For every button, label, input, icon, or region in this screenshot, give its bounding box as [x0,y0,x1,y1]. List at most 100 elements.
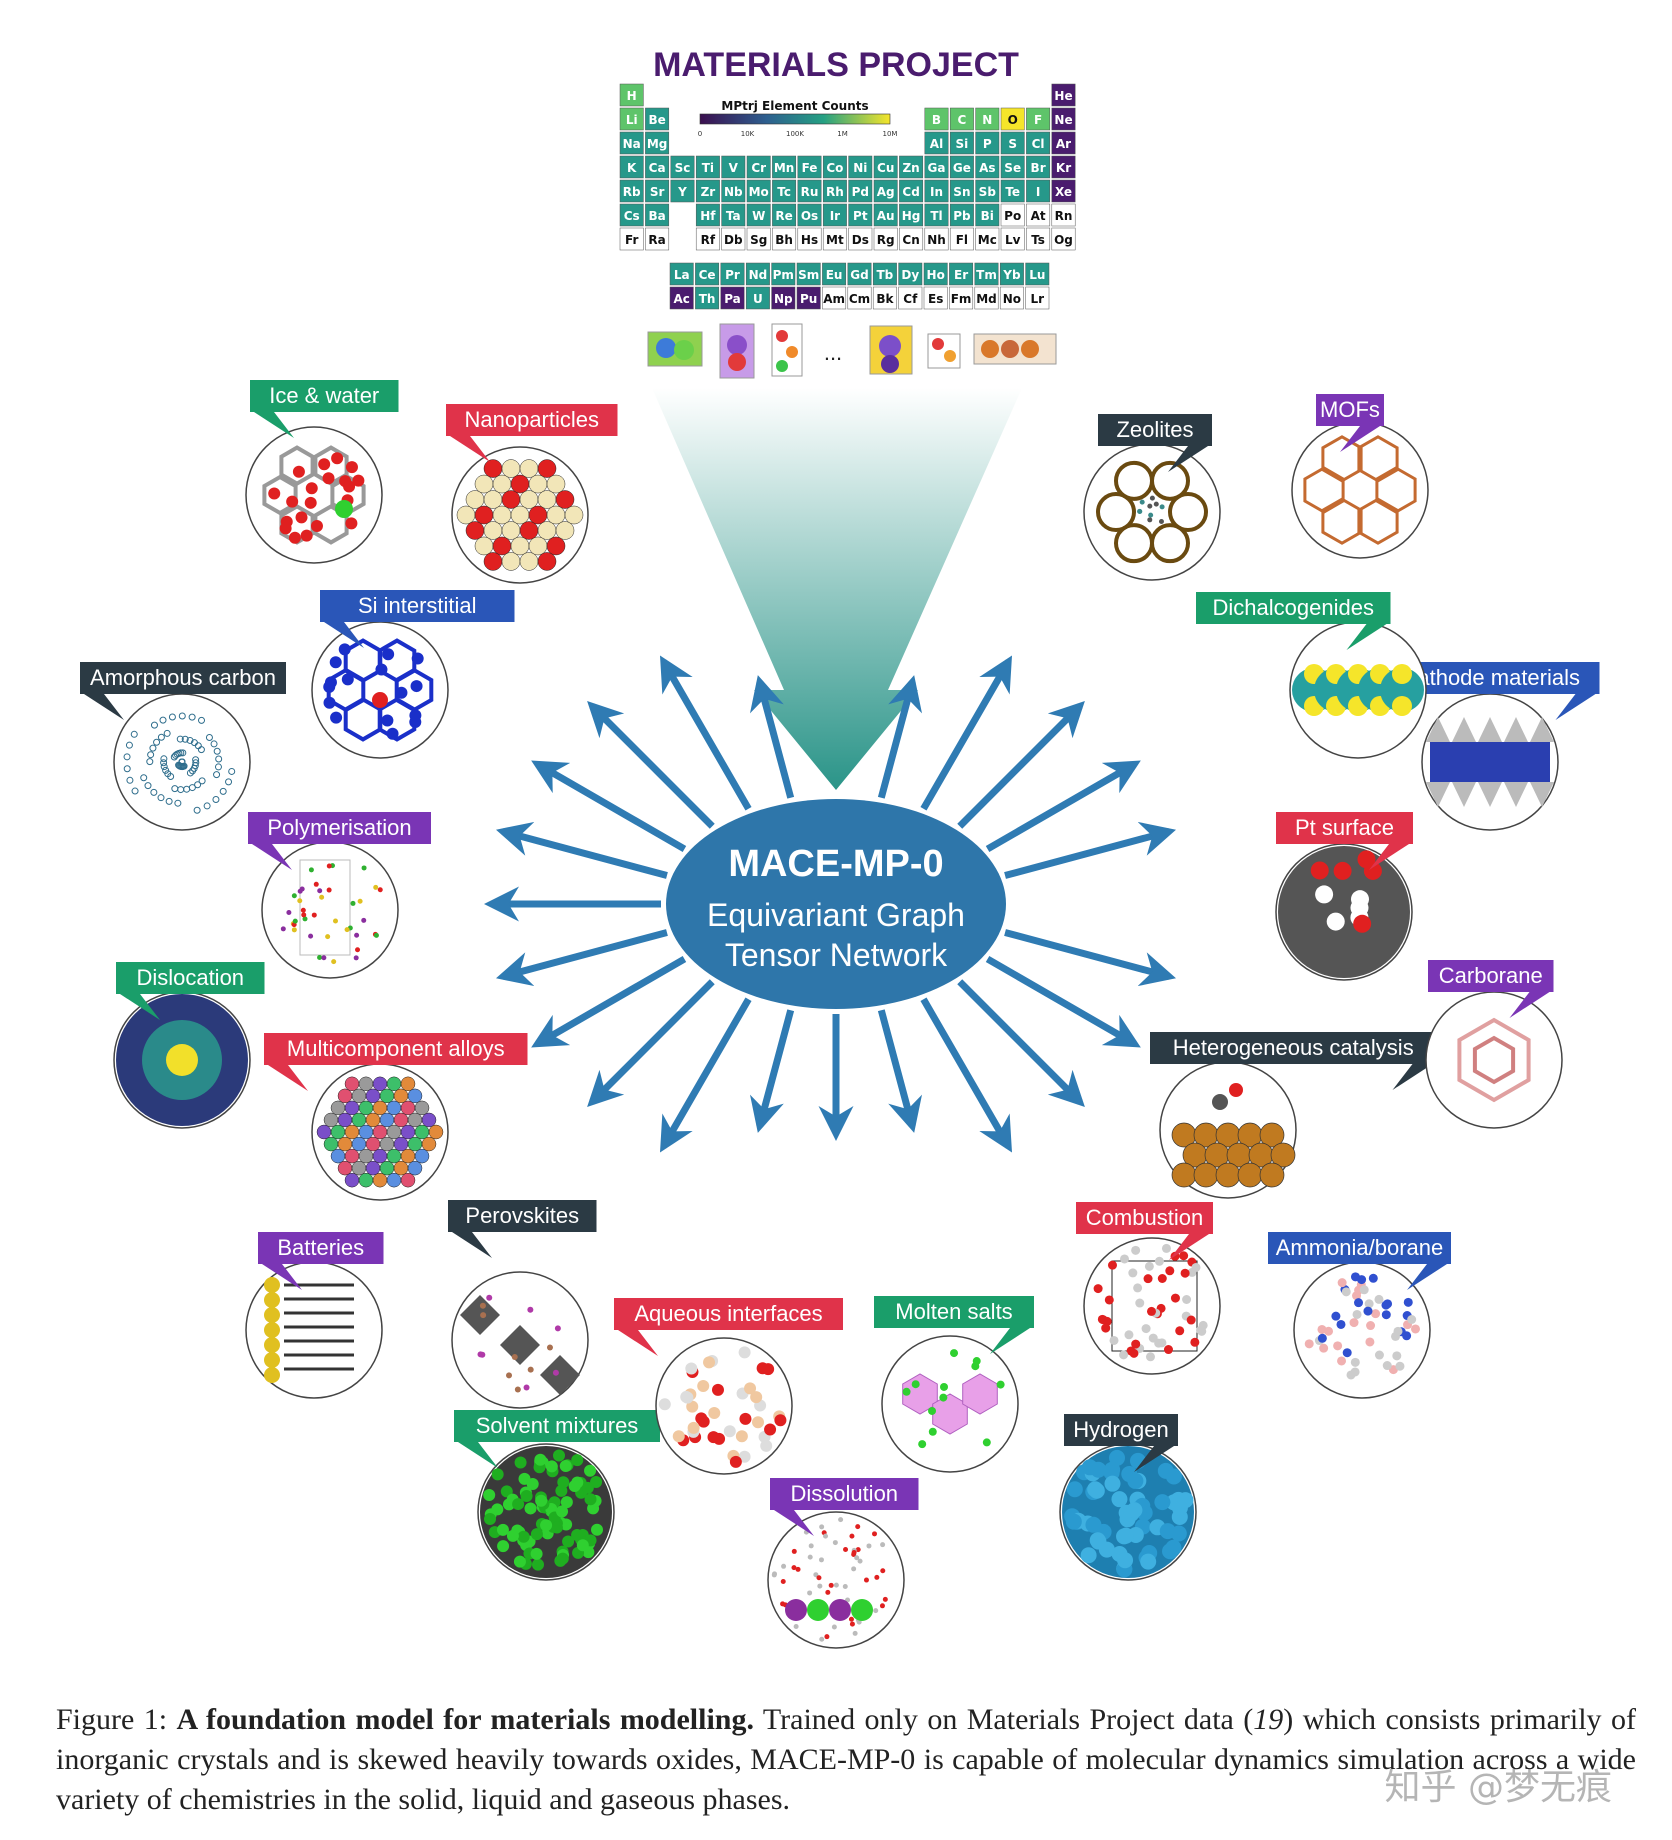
tag-pointer [120,994,160,1020]
atom [795,1566,801,1572]
atom [1107,1260,1117,1270]
atom [317,954,323,960]
atom [848,1616,854,1622]
atom [313,881,319,887]
atom [375,663,388,676]
element-cell [1051,131,1076,155]
atom [400,1124,416,1140]
atom [791,1565,797,1571]
atom [492,505,512,525]
element-cell [645,155,670,179]
atom [1319,1343,1329,1353]
atom [511,1353,518,1360]
tag-background [1196,592,1391,624]
atom [386,1100,402,1116]
atom [1310,861,1329,880]
element-symbol: Pd [852,185,869,199]
atom [1337,1278,1347,1288]
atom [329,656,342,669]
element-symbol: Og [1054,233,1073,247]
atom [295,511,308,524]
atom [939,1393,948,1402]
atom [1149,495,1155,501]
element-symbol: Yb [1002,268,1021,282]
output-arrow [659,655,752,811]
atom [474,536,494,556]
structure-thumb-5 [927,333,961,369]
output-arrow [1004,821,1177,879]
element-symbol: Y [677,185,687,199]
atom [330,711,343,724]
application-aqueous: Aqueous interfaces [614,1298,843,1475]
atom [532,1558,545,1571]
element-cell [772,203,797,227]
mace-mp-0-node: MACE-MP-0 Equivariant Graph Tensor Netwo… [666,799,1006,1009]
octahedron [1426,717,1450,742]
element-symbol: Zn [902,161,919,175]
atom [672,1430,685,1443]
atom [192,756,200,764]
application-carbor: Carborane [1425,960,1563,1129]
atom [300,529,313,542]
element-cell [873,227,898,251]
element-symbol: Be [648,113,665,127]
application-alloy: Multicomponent alloys [264,1033,528,1201]
atom [160,755,168,763]
element-cell [949,227,974,251]
atom [685,1362,698,1375]
element-cell [975,179,1000,203]
atom [550,1521,563,1534]
atom [186,736,194,744]
atom [863,1577,869,1583]
element-cell [645,131,670,155]
atom [738,1450,751,1463]
atom [1354,1298,1364,1308]
ring [1114,523,1154,564]
element-symbol: Ni [853,161,867,175]
element-cell [975,203,1000,227]
application-dissol: Dissolution [767,1478,919,1649]
atom [214,763,222,771]
atom [302,916,308,922]
tag-pointer [268,1065,308,1091]
atom [1374,1294,1384,1304]
atom [400,1148,416,1164]
tag-pointer [252,844,292,870]
element-cell [1051,83,1076,107]
tag-background [258,1232,384,1264]
atom [1120,1254,1130,1264]
atom [1117,1552,1134,1569]
element-cell [670,155,695,179]
atom [1407,1314,1417,1324]
element-cell [899,203,924,227]
atom [325,934,331,940]
atom [855,1547,861,1553]
atom [540,1519,553,1532]
atom [1350,898,1369,917]
element-cell [924,227,949,251]
element-cell [720,286,745,310]
element-cell [772,227,797,251]
atom [409,709,422,722]
octahedron [1478,717,1502,742]
atom [996,1380,1005,1389]
element-symbol: Rh [826,185,844,199]
atom [711,1383,724,1396]
atom [1141,1324,1151,1334]
tag-background [446,404,618,436]
atom [393,1088,409,1104]
element-cell [949,107,974,131]
atom [1133,1283,1143,1293]
atom [1352,1309,1362,1319]
atom [1393,1326,1403,1336]
element-symbol: La [674,268,690,282]
atom [501,490,521,509]
layer [1430,742,1550,782]
atom [1197,1326,1207,1336]
atom [527,1366,534,1373]
atom [817,1583,823,1589]
element-cell [695,155,720,179]
atom [372,1124,388,1140]
tag-label: Zeolites [1116,417,1193,442]
tag-background [1098,414,1212,446]
